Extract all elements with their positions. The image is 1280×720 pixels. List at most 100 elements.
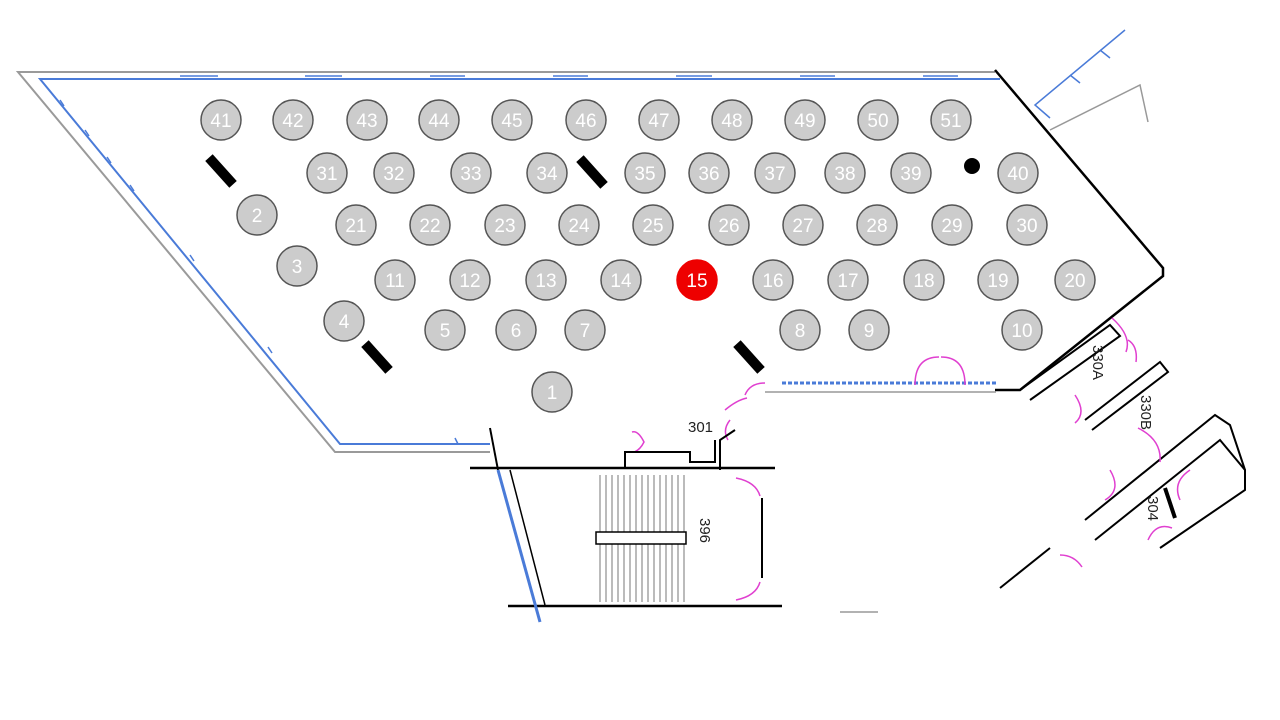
table-circle[interactable] (600, 259, 642, 301)
table-circle[interactable] (779, 309, 821, 351)
table-circle[interactable] (558, 204, 600, 246)
table-13[interactable]: 13 (525, 259, 567, 301)
table-circle[interactable] (632, 204, 674, 246)
table-circle[interactable] (754, 152, 796, 194)
table-circle[interactable] (711, 99, 753, 141)
table-33[interactable]: 33 (450, 152, 492, 194)
table-16[interactable]: 16 (752, 259, 794, 301)
table-18[interactable]: 18 (903, 259, 945, 301)
table-circle[interactable] (323, 300, 365, 342)
table-21[interactable]: 21 (335, 204, 377, 246)
table-49[interactable]: 49 (784, 99, 826, 141)
table-15[interactable]: 15 (676, 259, 718, 301)
table-19[interactable]: 19 (977, 259, 1019, 301)
table-35[interactable]: 35 (624, 152, 666, 194)
table-circle[interactable] (977, 259, 1019, 301)
table-50[interactable]: 50 (857, 99, 899, 141)
table-circle[interactable] (565, 99, 607, 141)
table-circle[interactable] (373, 152, 415, 194)
table-27[interactable]: 27 (782, 204, 824, 246)
table-2[interactable]: 2 (236, 194, 278, 236)
table-24[interactable]: 24 (558, 204, 600, 246)
table-circle[interactable] (200, 99, 242, 141)
table-8[interactable]: 8 (779, 309, 821, 351)
table-43[interactable]: 43 (346, 99, 388, 141)
table-48[interactable]: 48 (711, 99, 753, 141)
table-circle[interactable] (752, 259, 794, 301)
table-circle[interactable] (346, 99, 388, 141)
table-25[interactable]: 25 (632, 204, 674, 246)
table-circle[interactable] (484, 204, 526, 246)
table-41[interactable]: 41 (200, 99, 242, 141)
table-circle[interactable] (424, 309, 466, 351)
table-37[interactable]: 37 (754, 152, 796, 194)
table-10[interactable]: 10 (1001, 309, 1043, 351)
table-46[interactable]: 46 (565, 99, 607, 141)
table-circle[interactable] (306, 152, 348, 194)
table-6[interactable]: 6 (495, 309, 537, 351)
table-circle[interactable] (857, 99, 899, 141)
table-circle[interactable] (638, 99, 680, 141)
table-circle[interactable] (449, 259, 491, 301)
table-31[interactable]: 31 (306, 152, 348, 194)
table-circle[interactable] (903, 259, 945, 301)
table-26[interactable]: 26 (708, 204, 750, 246)
table-44[interactable]: 44 (418, 99, 460, 141)
table-17[interactable]: 17 (827, 259, 869, 301)
table-circle[interactable] (890, 152, 932, 194)
table-circle[interactable] (491, 99, 533, 141)
table-circle[interactable] (931, 204, 973, 246)
table-circle[interactable] (374, 259, 416, 301)
table-30[interactable]: 30 (1006, 204, 1048, 246)
table-circle[interactable] (1001, 309, 1043, 351)
table-36[interactable]: 36 (688, 152, 730, 194)
table-circle[interactable] (824, 152, 866, 194)
table-circle[interactable] (236, 194, 278, 236)
table-circle[interactable] (856, 204, 898, 246)
table-circle[interactable] (495, 309, 537, 351)
table-7[interactable]: 7 (564, 309, 606, 351)
table-circle[interactable] (827, 259, 869, 301)
table-47[interactable]: 47 (638, 99, 680, 141)
table-circle[interactable] (624, 152, 666, 194)
table-circle[interactable] (409, 204, 451, 246)
table-circle[interactable] (418, 99, 460, 141)
table-circle[interactable] (276, 245, 318, 287)
table-circle[interactable] (335, 204, 377, 246)
table-circle[interactable] (531, 371, 573, 413)
table-circle[interactable] (526, 152, 568, 194)
table-45[interactable]: 45 (491, 99, 533, 141)
table-42[interactable]: 42 (272, 99, 314, 141)
table-34[interactable]: 34 (526, 152, 568, 194)
table-40[interactable]: 40 (997, 152, 1039, 194)
table-circle[interactable] (272, 99, 314, 141)
table-23[interactable]: 23 (484, 204, 526, 246)
table-12[interactable]: 12 (449, 259, 491, 301)
table-32[interactable]: 32 (373, 152, 415, 194)
table-circle[interactable] (1054, 259, 1096, 301)
table-29[interactable]: 29 (931, 204, 973, 246)
table-11[interactable]: 11 (374, 259, 416, 301)
table-9[interactable]: 9 (848, 309, 890, 351)
table-3[interactable]: 3 (276, 245, 318, 287)
table-circle[interactable] (708, 204, 750, 246)
table-circle[interactable] (930, 99, 972, 141)
table-circle[interactable] (848, 309, 890, 351)
table-circle[interactable] (784, 99, 826, 141)
table-1[interactable]: 1 (531, 371, 573, 413)
table-20[interactable]: 20 (1054, 259, 1096, 301)
table-circle[interactable] (782, 204, 824, 246)
table-circle[interactable] (997, 152, 1039, 194)
table-circle[interactable] (676, 259, 718, 301)
table-circle[interactable] (564, 309, 606, 351)
table-circle[interactable] (525, 259, 567, 301)
table-circle[interactable] (688, 152, 730, 194)
table-5[interactable]: 5 (424, 309, 466, 351)
table-circle[interactable] (450, 152, 492, 194)
table-22[interactable]: 22 (409, 204, 451, 246)
table-38[interactable]: 38 (824, 152, 866, 194)
table-4[interactable]: 4 (323, 300, 365, 342)
table-circle[interactable] (1006, 204, 1048, 246)
table-28[interactable]: 28 (856, 204, 898, 246)
table-14[interactable]: 14 (600, 259, 642, 301)
